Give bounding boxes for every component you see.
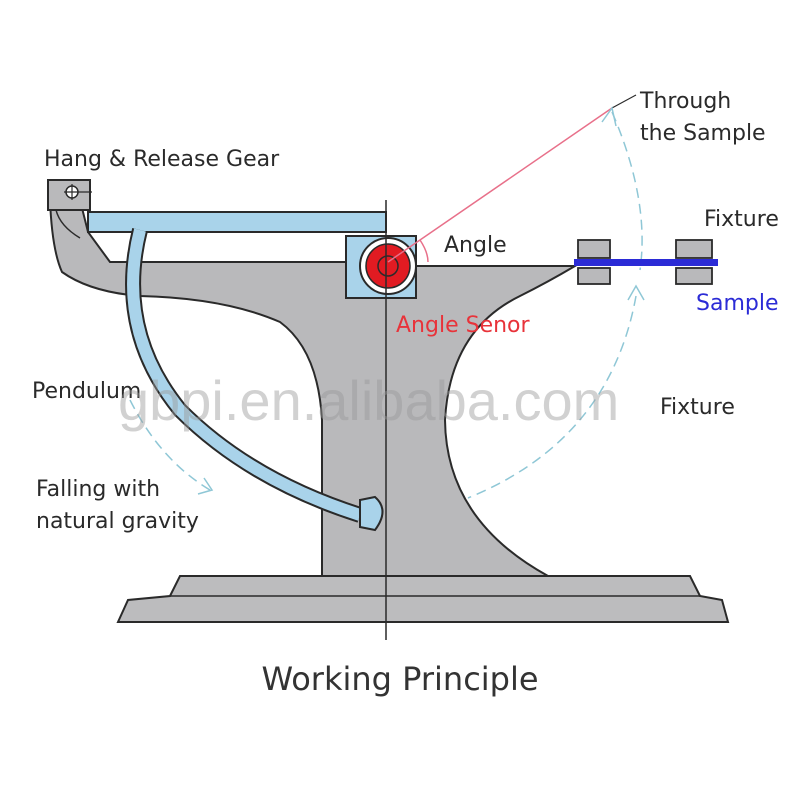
falling-label-line2: natural gravity	[36, 509, 199, 534]
arrow-head-icon	[627, 284, 645, 301]
angle-sensor-label: Angle Senor	[396, 313, 531, 338]
angle-arc	[419, 239, 429, 263]
base-plate	[116, 575, 730, 623]
hang-release-gear	[47, 179, 92, 239]
pendulum	[125, 228, 384, 532]
diagram-title: Working Principle	[261, 660, 538, 698]
through-label-line2: the Sample	[640, 121, 766, 146]
sample-bar	[574, 259, 718, 266]
machine-body	[48, 199, 579, 577]
through-label-line1: Through	[639, 89, 731, 114]
fixture-mid-label: Fixture	[660, 395, 735, 420]
sample-label: Sample	[696, 291, 779, 316]
watermark: gbpi.en.alibaba.com	[118, 369, 619, 432]
pendulum-label: Pendulum	[32, 379, 141, 404]
hang-release-gear-label: Hang & Release Gear	[44, 147, 280, 172]
arrow-head-icon	[197, 477, 214, 495]
swing-path	[129, 111, 643, 499]
fixture-top-label: Fixture	[704, 207, 779, 232]
fixtures	[577, 239, 713, 285]
through-leader	[611, 94, 637, 109]
through-line	[387, 107, 613, 263]
angle-sensor	[359, 237, 417, 295]
pendulum-hammer	[359, 495, 384, 532]
arrow-head-icon	[601, 106, 617, 127]
angle-label: Angle	[444, 233, 507, 258]
falling-label-line1: Falling with	[36, 477, 160, 502]
